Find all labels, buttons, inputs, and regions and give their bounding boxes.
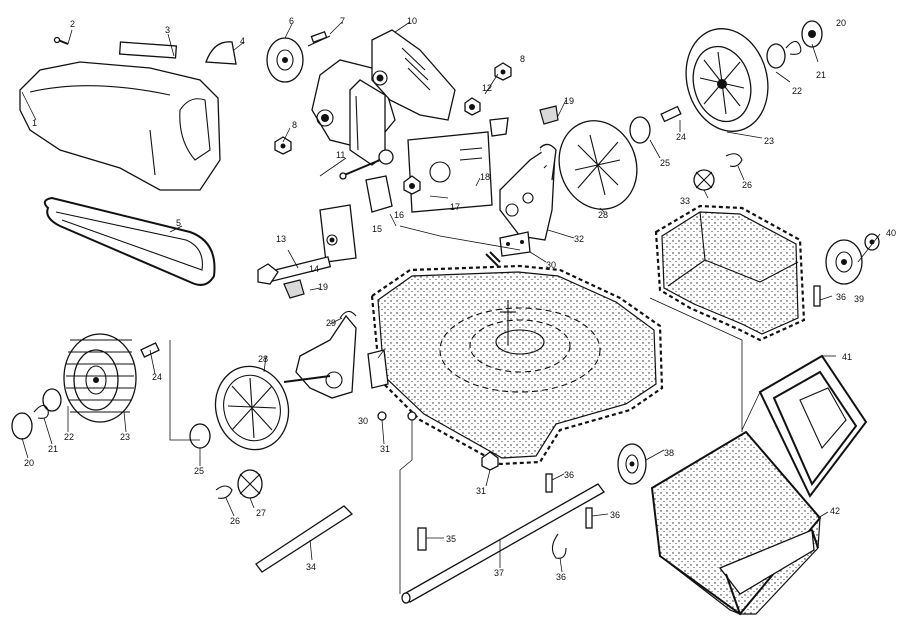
label-part-25b: 25 bbox=[194, 466, 204, 476]
label-part-35: 35 bbox=[446, 534, 456, 544]
discharge-chute bbox=[19, 61, 221, 191]
label-part-25a: 25 bbox=[660, 158, 670, 168]
drive-belt bbox=[43, 196, 216, 286]
label-part-34: 34 bbox=[306, 562, 316, 572]
label-part-5: 5 bbox=[176, 218, 181, 228]
clip-part-19 bbox=[283, 279, 305, 299]
screw-part-2 bbox=[53, 36, 69, 45]
label-part-24b: 24 bbox=[152, 372, 162, 382]
label-part-31a: 31 bbox=[380, 444, 390, 454]
axle-part-37 bbox=[401, 483, 605, 604]
label-part-16: 16 bbox=[394, 210, 404, 220]
label-part-37: 37 bbox=[494, 568, 504, 578]
label-part-33: 33 bbox=[680, 196, 690, 206]
label-part-6: 6 bbox=[289, 16, 294, 26]
label-part-26b: 26 bbox=[230, 516, 240, 526]
label-part-19a: 19 bbox=[564, 96, 574, 106]
label-part-17: 17 bbox=[450, 202, 460, 212]
label-part-41: 41 bbox=[842, 352, 852, 362]
roller-part-38 bbox=[617, 443, 647, 485]
label-part-21b: 21 bbox=[48, 444, 58, 454]
label-part-28b: 28 bbox=[258, 354, 268, 364]
label-part-20b: 20 bbox=[24, 458, 34, 468]
label-part-2: 2 bbox=[70, 19, 75, 29]
leader-lines bbox=[21, 21, 881, 594]
small-parts-lower bbox=[417, 451, 593, 559]
label-part-23a: 23 bbox=[764, 136, 774, 146]
label-part-32: 32 bbox=[574, 234, 584, 244]
label-part-24a: 24 bbox=[676, 132, 686, 142]
label-part-31b: 31 bbox=[476, 486, 486, 496]
label-part-36b: 36 bbox=[564, 470, 574, 480]
rod-part-34 bbox=[255, 505, 354, 573]
label-part-27: 27 bbox=[256, 508, 266, 518]
rear-wheel-right bbox=[629, 20, 823, 144]
label-part-18: 18 bbox=[480, 172, 490, 182]
label-part-29: 29 bbox=[326, 318, 336, 328]
label-part-40: 40 bbox=[886, 228, 896, 238]
label-part-22a: 22 bbox=[792, 86, 802, 96]
label-part-22b: 22 bbox=[64, 432, 74, 442]
label-part-20a: 20 bbox=[836, 18, 846, 28]
wheel-hub-part-39 bbox=[813, 233, 880, 307]
height-adjuster-bracket bbox=[257, 175, 393, 285]
label-part-26a: 26 bbox=[742, 180, 752, 190]
label-part-15: 15 bbox=[372, 224, 382, 234]
label-part-12: 12 bbox=[482, 83, 492, 93]
mower-deck bbox=[370, 264, 664, 466]
label-part-30b: 30 bbox=[358, 416, 368, 426]
label-part-4: 4 bbox=[240, 36, 245, 46]
label-part-13: 13 bbox=[276, 234, 286, 244]
label-part-1: 1 bbox=[32, 118, 37, 128]
catcher-frame bbox=[758, 354, 868, 498]
label-part-19b: 19 bbox=[318, 282, 328, 292]
nut-part-8 bbox=[274, 62, 512, 155]
label-part-39: 39 bbox=[854, 294, 864, 304]
bar-part-3 bbox=[118, 41, 178, 59]
label-part-8b: 8 bbox=[292, 120, 297, 130]
label-part-8a: 8 bbox=[520, 54, 525, 64]
label-part-21a: 21 bbox=[816, 70, 826, 80]
flap-part-4 bbox=[205, 41, 237, 65]
engine-outline bbox=[654, 204, 806, 342]
label-part-14: 14 bbox=[309, 264, 319, 274]
left-gear-assembly bbox=[189, 310, 417, 499]
wheel-bracket-assembly bbox=[266, 29, 509, 213]
grass-bag bbox=[650, 430, 822, 616]
label-part-36a: 36 bbox=[836, 292, 846, 302]
label-part-3: 3 bbox=[165, 25, 170, 35]
label-part-42: 42 bbox=[830, 506, 840, 516]
label-part-10: 10 bbox=[407, 16, 417, 26]
rear-wheel-left bbox=[11, 333, 160, 440]
part-number-labels: 1 2 3 4 5 6 7 8 8 10 11 12 13 14 15 16 1… bbox=[24, 16, 896, 582]
label-part-30a: 30 bbox=[546, 260, 556, 270]
label-part-11: 11 bbox=[336, 150, 345, 160]
label-part-23b: 23 bbox=[120, 432, 130, 442]
label-part-38: 38 bbox=[664, 448, 674, 458]
label-part-28a: 28 bbox=[598, 210, 608, 220]
label-part-36c: 36 bbox=[610, 510, 620, 520]
clip-part-19b bbox=[539, 105, 559, 125]
label-part-36d: 36 bbox=[556, 572, 566, 582]
label-part-7: 7 bbox=[340, 16, 345, 26]
